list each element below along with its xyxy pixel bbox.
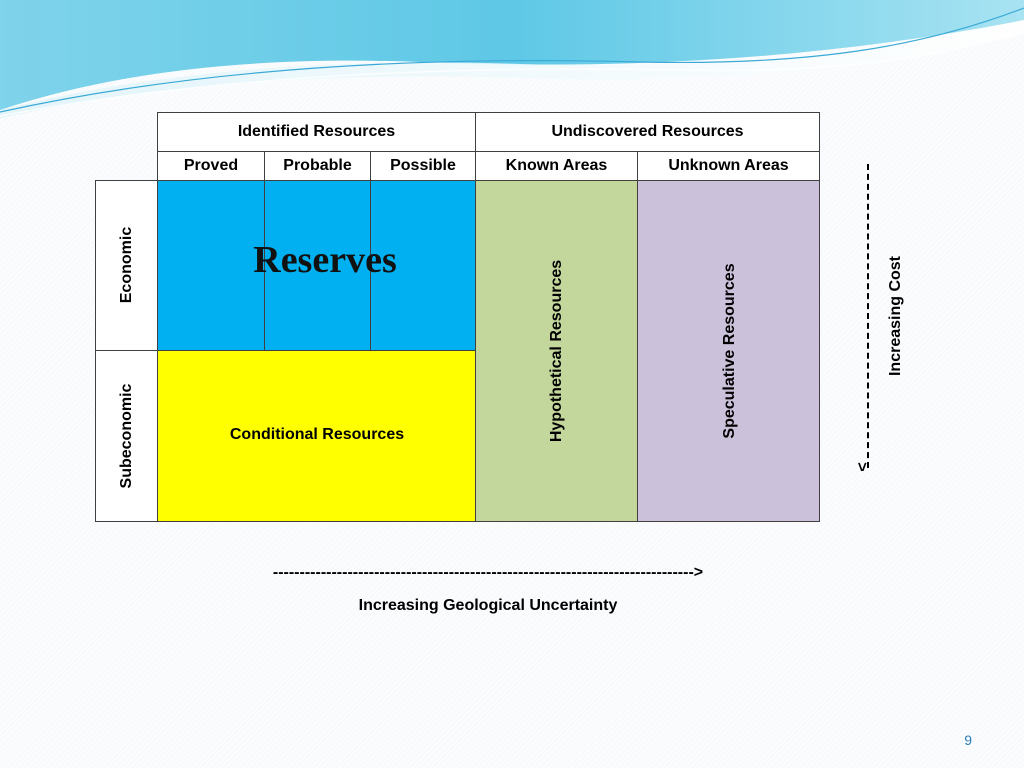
header-wave-decoration [0, 0, 1024, 120]
speculative-resources-label: Speculative Resources [721, 263, 739, 438]
conditional-resources-label: Conditional Resources [158, 426, 476, 444]
geological-uncertainty-label: Increasing Geological Uncertainty [0, 597, 976, 615]
undiscovered-resources-header: Undiscovered Resources [475, 112, 820, 152]
column-header-known-areas: Known Areas [475, 151, 638, 181]
column-label-possible: Possible [390, 157, 456, 175]
identified-resources-header: Identified Resources [157, 112, 476, 152]
economic-row-label: Economic [118, 227, 136, 303]
undiscovered-resources-label: Undiscovered Resources [551, 123, 743, 141]
increasing-cost-label: Increasing Cost [887, 256, 905, 376]
increasing-cost-arrow-head: < [855, 462, 873, 471]
column-label-proved: Proved [184, 157, 238, 175]
hypothetical-resources-label: Hypothetical Resources [548, 260, 566, 442]
reserves-label: Reserves [158, 238, 492, 282]
page-number: 9 [964, 732, 972, 748]
increasing-cost-arrow-line [867, 164, 870, 468]
column-header-proved: Proved [157, 151, 265, 181]
column-label-known-areas: Known Areas [506, 157, 608, 175]
column-label-unknown-areas: Unknown Areas [668, 157, 788, 175]
column-header-probable: Probable [264, 151, 371, 181]
subeconomic-row-label: Subeconomic [118, 384, 136, 489]
column-label-probable: Probable [283, 157, 351, 175]
column-header-possible: Possible [370, 151, 476, 181]
column-header-unknown-areas: Unknown Areas [637, 151, 820, 181]
identified-resources-label: Identified Resources [238, 123, 395, 141]
geological-uncertainty-arrow: ----------------------------------------… [0, 564, 976, 582]
